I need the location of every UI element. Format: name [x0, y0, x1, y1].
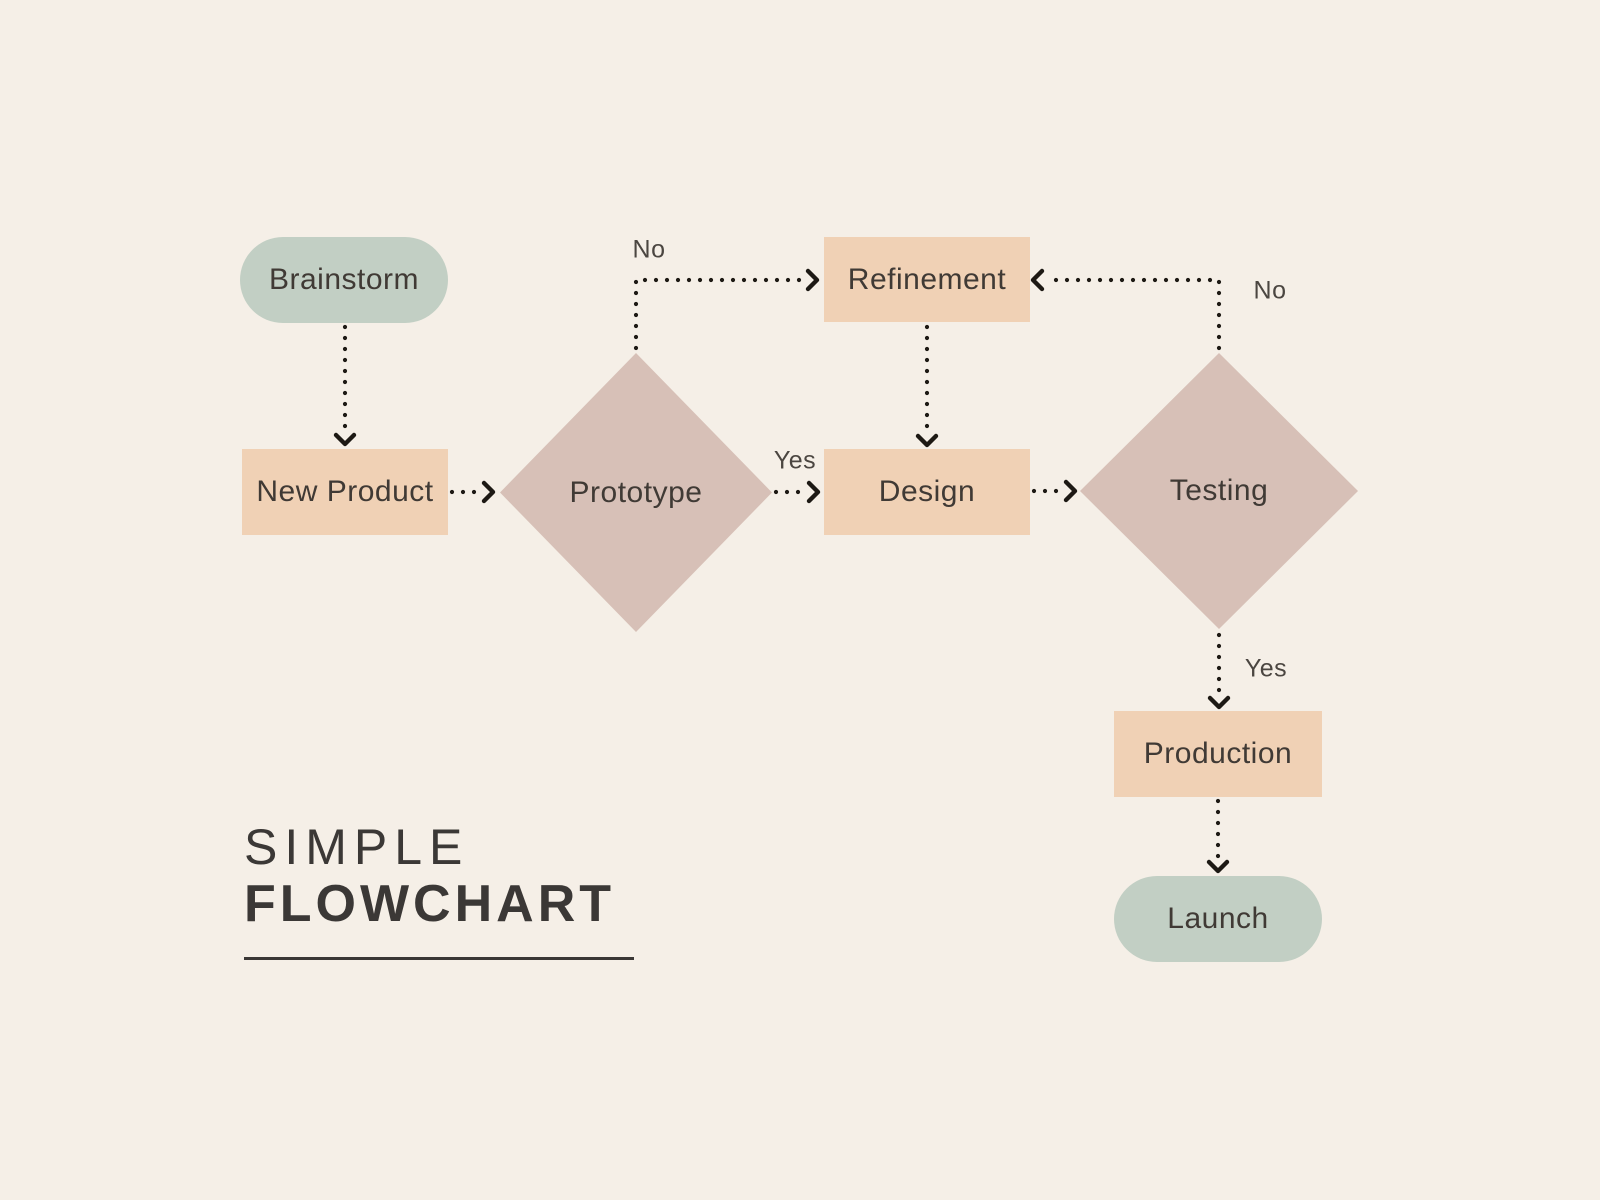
edge-label-prototype-no: No	[632, 235, 666, 264]
arrowhead-right-refinement	[805, 268, 820, 292]
edge-label-testing-no: No	[1253, 276, 1287, 305]
node-refinement: Refinement	[824, 237, 1030, 322]
arrowhead-down-production	[1207, 695, 1231, 710]
node-design: Design	[824, 449, 1030, 535]
arrowhead-right-testing	[1063, 479, 1078, 503]
node-new-product-label: New Product	[256, 475, 434, 508]
arrowhead-right-design	[806, 480, 821, 504]
node-launch-label: Launch	[1167, 902, 1269, 935]
edge-prototype-refinement	[633, 277, 806, 351]
title-block: SIMPLE FLOWCHART	[244, 818, 615, 933]
edge-label-prototype-yes: Yes	[773, 446, 817, 475]
arrowhead-down-launch	[1206, 859, 1230, 874]
title-line-flowchart: FLOWCHART	[244, 875, 616, 933]
arrowhead-left-refinement	[1030, 268, 1045, 292]
title-line-simple: SIMPLE	[244, 819, 470, 875]
title-underline	[244, 957, 634, 960]
edge-testing-refinement	[1044, 277, 1222, 351]
node-testing-label: Testing	[1169, 474, 1269, 507]
edge-label-testing-yes: Yes	[1244, 654, 1288, 683]
node-testing: Testing	[1080, 353, 1358, 629]
node-brainstorm-label: Brainstorm	[268, 263, 420, 296]
node-prototype: Prototype	[500, 353, 772, 632]
node-prototype-label: Prototype	[569, 475, 703, 509]
node-launch: Launch	[1114, 876, 1322, 962]
arrowhead-down-newproduct	[333, 432, 357, 447]
node-new-product: New Product	[242, 449, 448, 535]
arrowhead-right-prototype	[481, 480, 496, 504]
node-refinement-label: Refinement	[847, 262, 1007, 296]
node-design-label: Design	[878, 475, 976, 508]
node-production-label: Production	[1143, 737, 1293, 770]
node-production: Production	[1114, 711, 1322, 797]
arrowhead-down-design	[915, 433, 939, 448]
node-brainstorm: Brainstorm	[240, 237, 448, 323]
